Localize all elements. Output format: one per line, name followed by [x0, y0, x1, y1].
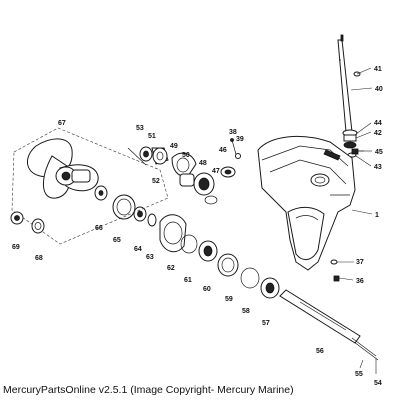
callout-labels: 1 36 37 38 39 40 41 42 43 44 45 46 47 48…	[12, 66, 383, 387]
callout-50: 50	[182, 152, 190, 159]
callout-42: 42	[374, 130, 382, 137]
callout-68: 68	[35, 255, 43, 262]
callout-56: 56	[316, 348, 324, 355]
driveshaft	[337, 34, 353, 133]
copyright-caption: MercuryPartsOnline v2.5.1 (Image Copyrig…	[3, 384, 294, 396]
callout-58: 58	[242, 308, 250, 315]
callout-39: 39	[236, 136, 244, 143]
callout-59: 59	[225, 296, 233, 303]
callout-38: 38	[229, 129, 237, 136]
callout-43: 43	[374, 164, 382, 171]
prop-nut	[10, 211, 24, 225]
housing-screw	[333, 275, 340, 282]
nut-46-47	[204, 166, 236, 205]
upper-gear-stack	[127, 146, 215, 196]
callout-52: 52	[152, 178, 160, 185]
callout-47: 47	[212, 168, 220, 175]
callout-51: 51	[148, 133, 156, 140]
small-hardware-38-39	[230, 138, 241, 159]
callout-55: 55	[355, 371, 363, 378]
callout-45: 45	[375, 149, 383, 156]
callout-37: 37	[356, 259, 364, 266]
callout-63: 63	[146, 254, 154, 261]
callout-64: 64	[134, 246, 142, 253]
callout-67: 67	[58, 120, 66, 127]
callout-57: 57	[262, 320, 270, 327]
gear-housing	[257, 136, 356, 271]
callout-62: 62	[167, 265, 175, 272]
callout-41: 41	[374, 66, 382, 73]
propeller-shaft	[279, 289, 379, 361]
prop-washer	[31, 218, 45, 234]
bolt-45	[351, 148, 364, 155]
callout-46: 46	[219, 147, 227, 154]
leader-lines	[337, 67, 377, 374]
propshaft-gear-train	[94, 185, 280, 299]
callout-49: 49	[170, 143, 178, 150]
callout-36: 36	[356, 278, 364, 285]
callout-44: 44	[374, 120, 382, 127]
housing-pin	[330, 259, 338, 265]
propeller	[11, 127, 169, 245]
callout-53: 53	[136, 125, 144, 132]
callout-65: 65	[113, 237, 121, 244]
callout-48: 48	[199, 160, 207, 167]
callout-60: 60	[203, 286, 211, 293]
callout-40: 40	[375, 86, 383, 93]
callout-1: 1	[375, 212, 379, 219]
callout-54: 54	[374, 380, 382, 387]
callout-66: 66	[95, 225, 103, 232]
callout-61: 61	[184, 277, 192, 284]
callout-69: 69	[12, 244, 20, 251]
